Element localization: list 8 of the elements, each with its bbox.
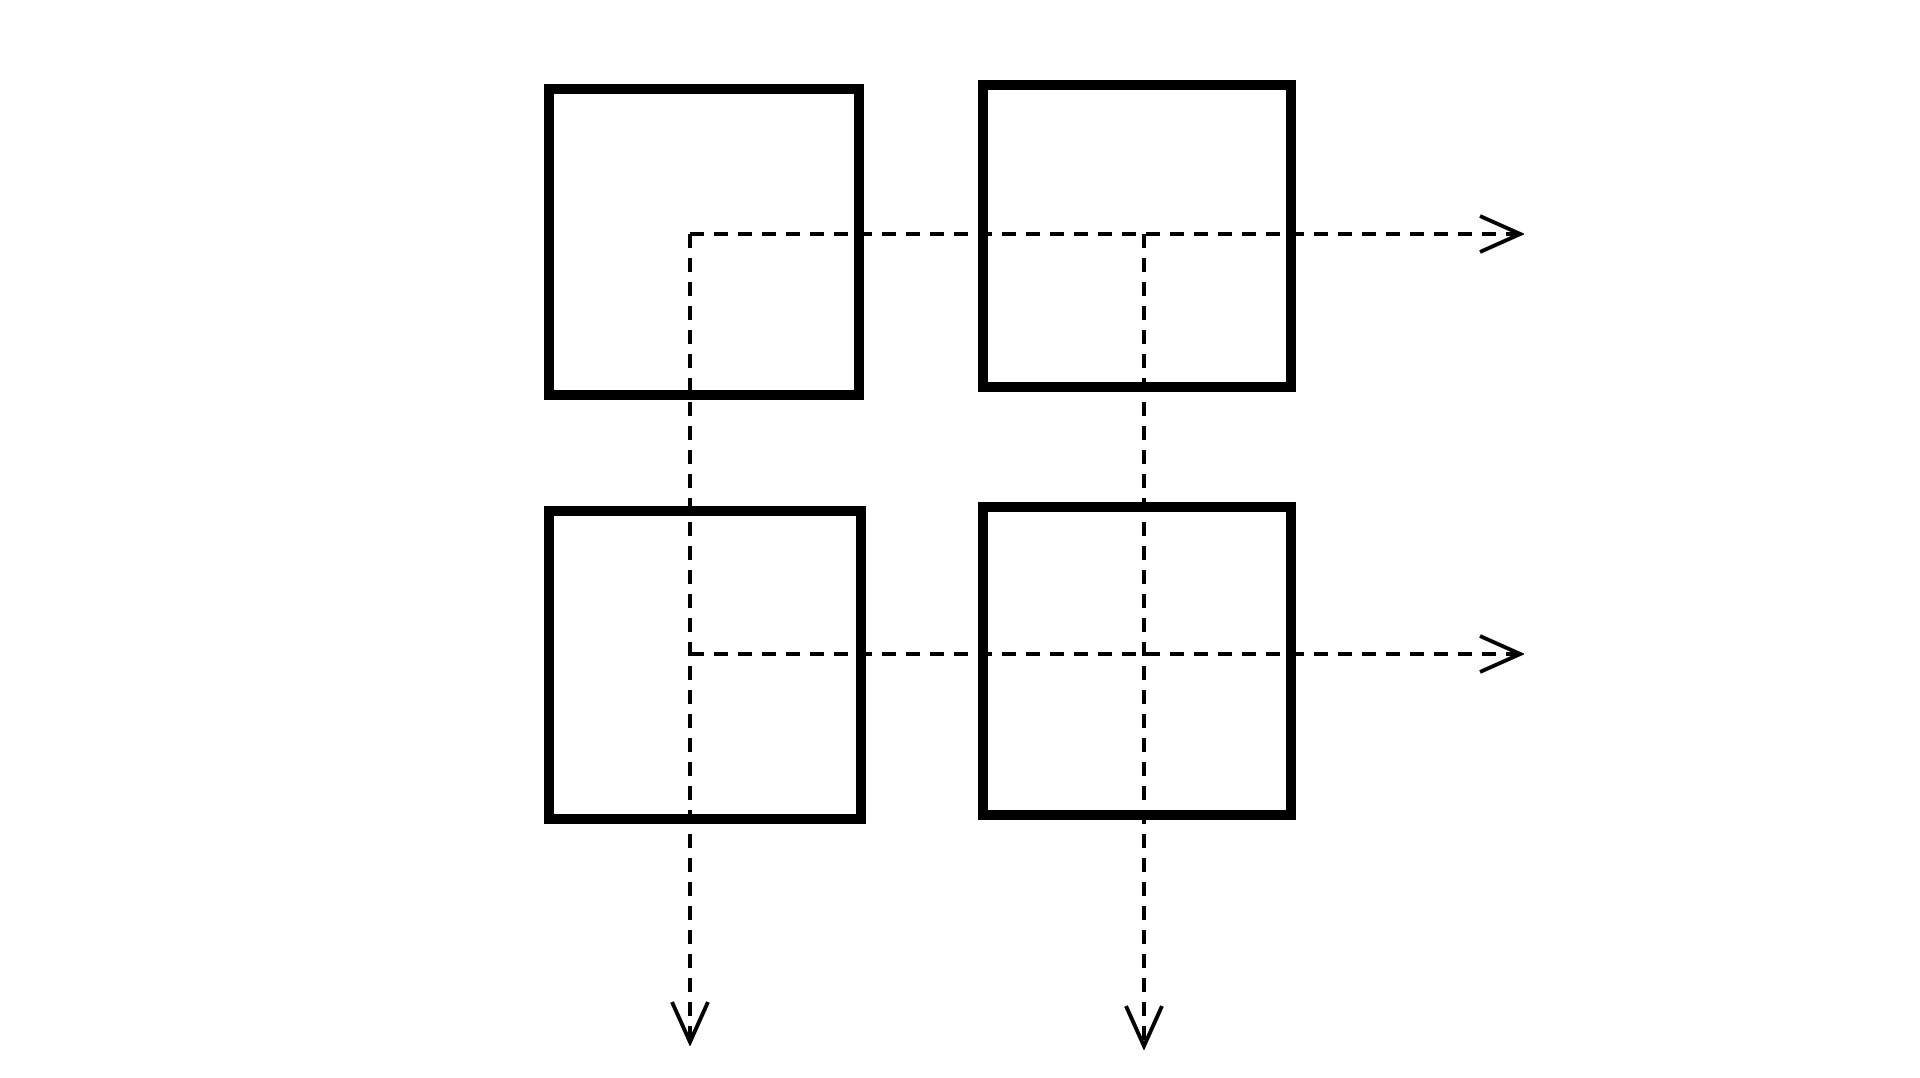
dashed-arrow [690,214,1522,254]
square-box [544,506,866,824]
square-box [978,80,1296,392]
square-box [544,84,864,400]
dashed-arrow [670,234,710,1044]
square-box [978,502,1296,820]
dashed-arrow [690,634,1522,674]
dashed-arrow [1124,234,1164,1048]
